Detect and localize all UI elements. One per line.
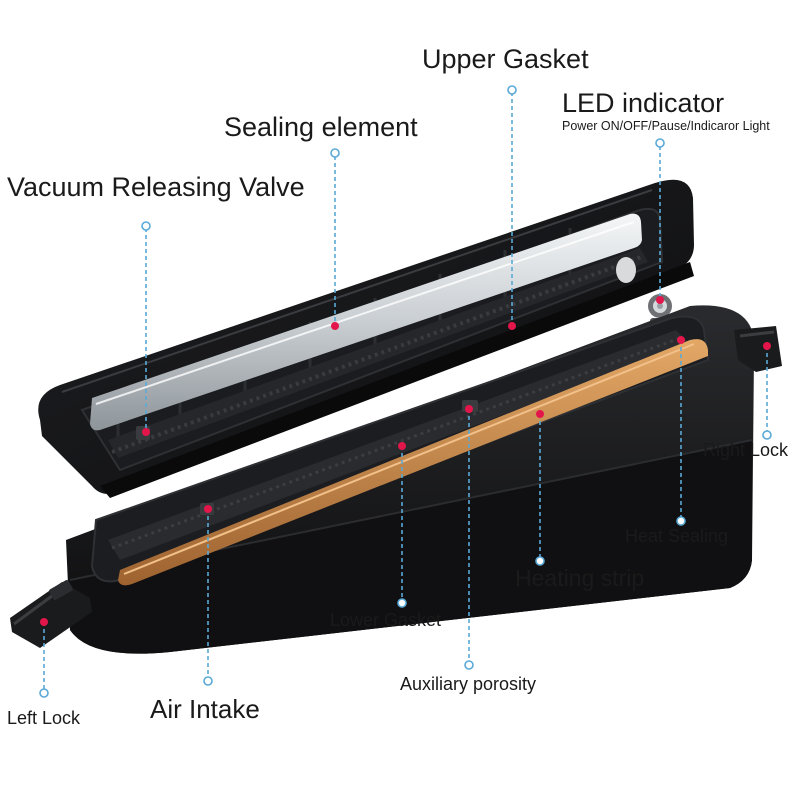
label-upper-gasket: Upper Gasket <box>422 44 589 74</box>
sealing-bar <box>90 213 642 431</box>
heating-strip-bar <box>118 339 708 586</box>
label-heating-strip: Heating strip <box>515 565 645 591</box>
label-lower-gasket: Lower Gasket <box>330 610 442 630</box>
label-vacuum-releasing-valve: Vacuum Releasing Valve <box>7 172 305 202</box>
label-led-indicator-detail: Power ON/OFF/Pause/Indicaror Light <box>562 119 770 133</box>
label-sealing-element: Sealing element <box>224 112 418 142</box>
left-lock-latch <box>10 580 92 648</box>
label-right-lock: Right Lock <box>703 440 789 460</box>
label-led-indicator: LED indicator <box>562 88 725 118</box>
leader-end-rings <box>39 85 772 698</box>
right-lock-latch <box>734 326 782 372</box>
upper-gasket <box>108 248 648 458</box>
label-heat-sealing: Heat Sealing <box>625 526 729 546</box>
label-auxiliary-porosity: Auxiliary porosity <box>400 674 537 694</box>
leader-lines <box>43 92 768 690</box>
lid-vent-hole <box>616 257 636 283</box>
label-air-intake: Air Intake <box>150 694 260 724</box>
component-markers <box>40 296 771 626</box>
label-left-lock: Left Lock <box>7 708 81 728</box>
